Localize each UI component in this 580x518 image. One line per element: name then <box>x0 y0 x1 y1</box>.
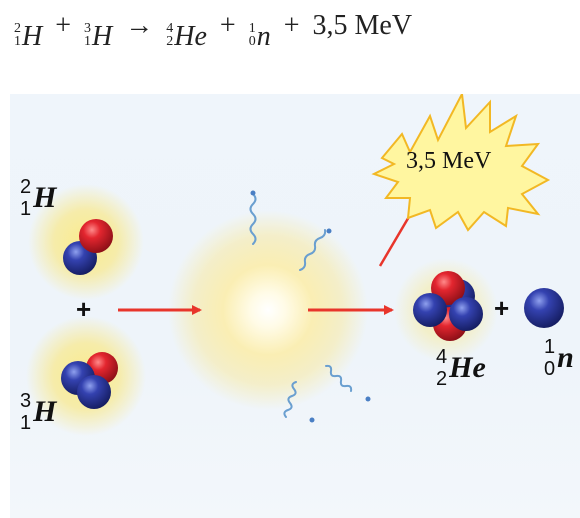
equation-plus-2: + <box>219 10 236 41</box>
free-neutron-particle <box>524 288 564 328</box>
tritium-charge: 1 <box>20 412 32 434</box>
energy-burst <box>371 94 551 232</box>
helium-symbol: He <box>449 351 486 384</box>
neutron-label: 1 0 n <box>544 336 574 380</box>
fusion-equation: 2 1 H + 3 1 H → 4 2 He + 1 0 <box>14 10 412 53</box>
deuterium-charge: 1 <box>20 198 32 220</box>
helium-neutron-particle-right <box>449 297 483 331</box>
helium-mass: 4 <box>436 346 448 368</box>
helium-label: 4 2 He <box>436 346 486 390</box>
neutron-charge: 0 <box>544 358 556 380</box>
photon-wave-4 <box>325 364 353 392</box>
equation-deuterium: 2 1 H <box>14 21 42 53</box>
equation-deuterium-charge: 1 <box>14 34 21 49</box>
equation-plus-1: + <box>55 10 72 41</box>
tritium-symbol: H <box>33 395 57 428</box>
photon-dots <box>250 190 371 423</box>
tritium-neutron-particle-2 <box>77 375 111 409</box>
equation-helium-charge: 2 <box>166 34 174 49</box>
equation-deuterium-mass: 2 <box>14 21 21 36</box>
helium-charge: 2 <box>436 368 448 390</box>
reactants-plus: + <box>76 294 92 324</box>
helium-neutron-particle-left <box>413 293 447 327</box>
equation-helium-symbol: He <box>174 21 207 52</box>
deuterium-label: 2 1 H <box>20 176 56 220</box>
equation-neutron: 1 0 n <box>249 21 271 53</box>
equation-neutron-symbol: n <box>256 21 271 52</box>
equation-energy: 3,5 MeV <box>312 10 413 41</box>
equation-neutron-charge: 0 <box>248 34 256 49</box>
neutron-mass: 1 <box>544 336 556 358</box>
tritium-mass: 3 <box>20 390 32 412</box>
photon-wave-2 <box>299 229 327 271</box>
equation-deuterium-symbol: H <box>22 21 43 52</box>
helium-nucleus <box>413 271 483 341</box>
tritium-nucleus <box>61 352 118 409</box>
products-plus: + <box>494 293 510 323</box>
deuterium-mass: 2 <box>20 176 32 198</box>
equation-helium: 4 2 He <box>166 21 207 53</box>
equation-tritium-symbol: H <box>92 21 113 52</box>
equation-helium-mass: 4 <box>166 21 174 36</box>
deuterium-nucleus <box>63 219 113 275</box>
fusion-glow <box>168 210 368 410</box>
energy-burst-label: 3,5 MeV <box>406 148 492 174</box>
equation-plus-3: + <box>283 10 300 41</box>
equation-tritium-mass: 3 <box>84 21 92 36</box>
equation-tritium: 3 1 H <box>84 21 112 53</box>
deuterium-symbol: H <box>33 181 57 214</box>
photon-waves <box>249 193 353 418</box>
fusion-diagram-graphic <box>26 94 564 436</box>
photon-wave-3 <box>283 381 297 418</box>
fusion-diagram: 3,5 MeV 2 1 H + 3 1 H 4 2 He <box>10 94 580 518</box>
equation-tritium-charge: 1 <box>84 34 92 49</box>
equation-arrow: → <box>125 10 154 41</box>
deuterium-proton-particle <box>79 219 113 253</box>
equation-neutron-mass: 1 <box>248 21 256 36</box>
tritium-label: 3 1 H <box>20 390 56 434</box>
neutron-symbol: n <box>557 341 574 374</box>
photon-wave-1 <box>249 193 257 245</box>
